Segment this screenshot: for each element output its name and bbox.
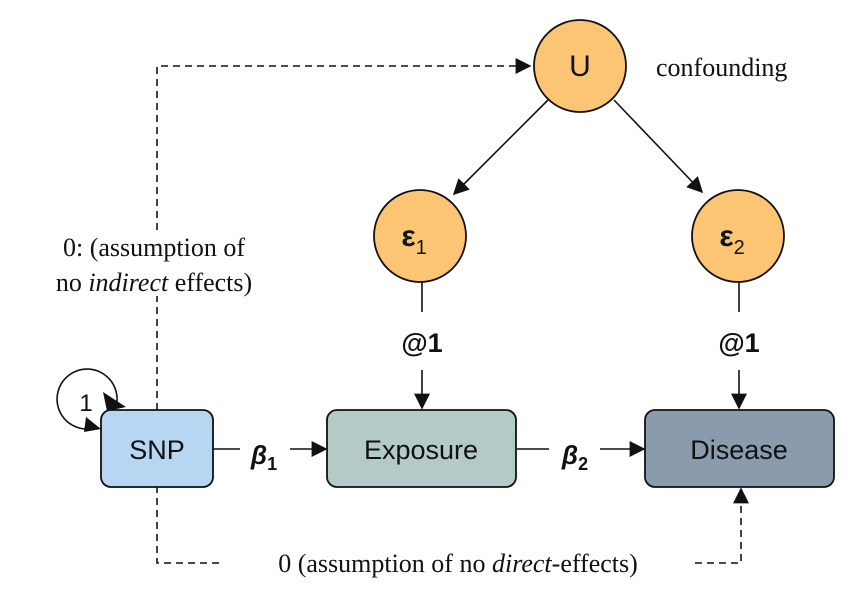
indirect-line2-post: effects): [168, 268, 252, 297]
beta2-subscript: 2: [578, 454, 588, 474]
node-e1: ε1: [373, 189, 467, 283]
indirect-assumption-line1: 0: (assumption of: [63, 233, 245, 262]
svg-text:ε2: ε2: [719, 220, 744, 259]
node-exposure-label: Exposure: [364, 435, 478, 465]
self-loop-label: 1: [79, 390, 92, 417]
node-e1-letter: ε: [401, 220, 415, 253]
node-u-label: U: [569, 50, 591, 83]
node-disease-label: Disease: [690, 435, 788, 465]
node-e1-subscript: 1: [416, 237, 427, 259]
fixed-loading-label-2: @1: [718, 328, 759, 358]
self-loop-arc: [56, 368, 118, 430]
beta1-label: β1: [250, 440, 277, 474]
node-e2: ε2: [691, 189, 785, 283]
beta2-symbol: β: [561, 440, 578, 470]
node-exposure: Exposure: [326, 409, 517, 488]
arrow-u-to-e1: [452, 99, 549, 196]
confounding-label: confounding: [656, 53, 787, 82]
node-snp-label: SNP: [129, 435, 185, 465]
indirect-line2-pre: no: [56, 268, 89, 297]
direct-assumption-label: 0 (assumption of no direct-effects): [278, 549, 638, 578]
beta1-subscript: 1: [267, 454, 277, 474]
indirect-line2-emphasis: indirect: [88, 268, 169, 297]
node-u: U: [533, 19, 627, 113]
beta1-symbol: β: [250, 440, 267, 470]
direct-effect-path-end: [695, 487, 749, 564]
arrow-u-to-e2: [613, 99, 704, 194]
node-e2-subscript: 2: [734, 237, 745, 259]
beta2-label: β2: [561, 440, 588, 474]
node-snp: SNP: [100, 409, 214, 488]
direct-label-emphasis: direct: [492, 549, 552, 578]
node-e2-letter: ε: [719, 220, 733, 253]
self-loop-arrowhead-1: [103, 392, 126, 411]
direct-label-post: -effects): [552, 549, 638, 578]
direct-effect-path: [156, 486, 223, 564]
node-disease: Disease: [644, 409, 835, 488]
self-loop-arrowhead-2: [84, 417, 101, 432]
fixed-loading-label-1: @1: [401, 328, 442, 358]
direct-label-pre: 0 (assumption of no: [278, 549, 492, 578]
indirect-assumption-line2: no indirect effects): [56, 268, 252, 297]
svg-text:ε1: ε1: [401, 220, 426, 259]
